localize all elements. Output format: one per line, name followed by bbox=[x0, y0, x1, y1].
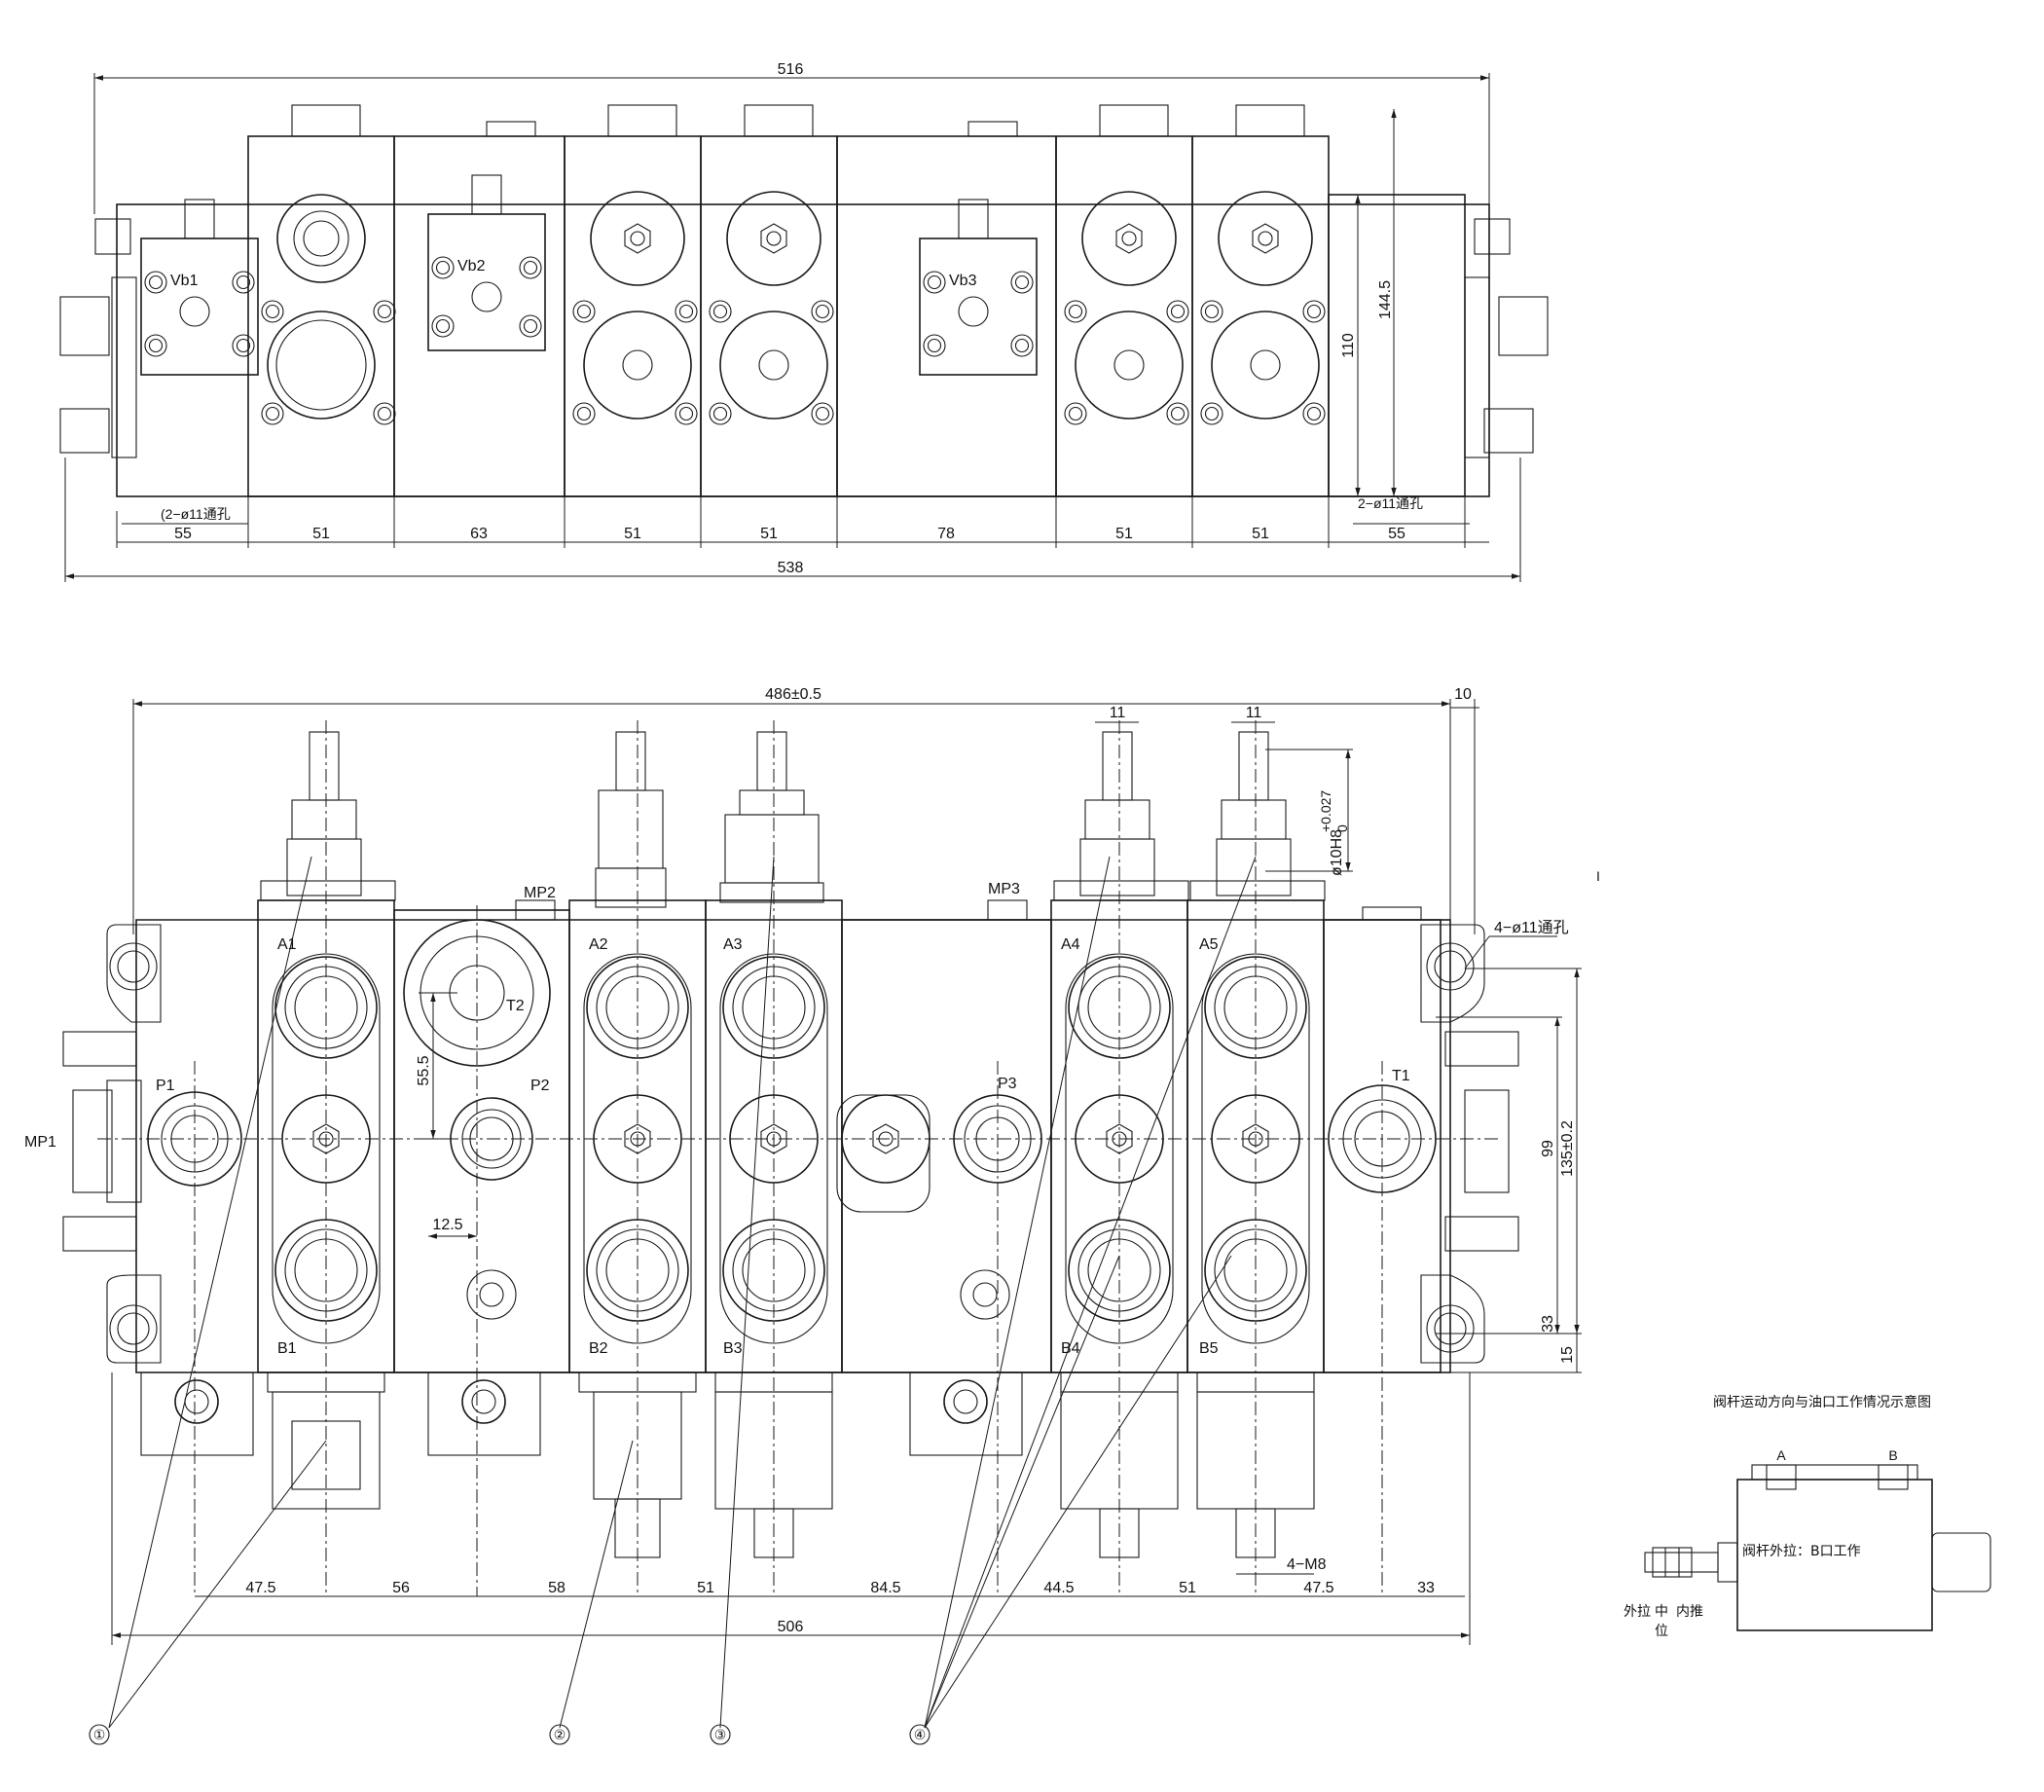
front-dim-offset: 10 bbox=[1454, 686, 1472, 703]
top-sec-8: 51 bbox=[1252, 526, 1269, 542]
label-vb1: Vb1 bbox=[170, 273, 199, 289]
callout-2: ② bbox=[554, 1728, 566, 1743]
front-dim-lever-dia: ø10H8 bbox=[1329, 829, 1345, 876]
port-labels: A1 A2 A3 A4 A5 B1 B2 B3 B4 B5 P1 P2 P3 T… bbox=[24, 881, 1410, 1357]
port-mp2: MP2 bbox=[524, 885, 556, 901]
top-sec-1: 55 bbox=[174, 526, 192, 542]
top-sec-7: 51 bbox=[1115, 526, 1133, 542]
port-t1: T1 bbox=[1392, 1068, 1410, 1084]
schematic-note: 阀杆外拉：B口工作 bbox=[1742, 1544, 1861, 1559]
front-dim-thread: 4−M8 bbox=[1287, 1556, 1327, 1573]
front-dim-lever-tol-lo: 0 bbox=[1334, 824, 1350, 832]
callout-1: ① bbox=[93, 1728, 106, 1743]
port-a4: A4 bbox=[1061, 936, 1080, 953]
port-a1: A1 bbox=[277, 936, 297, 953]
top-view: 516 538 144.5 110 (2−ø11通孔 2−ø11通孔 55 51… bbox=[59, 61, 1549, 582]
top-sec-6: 78 bbox=[937, 526, 955, 542]
front-dim-holes: 4−ø11通孔 bbox=[1494, 919, 1569, 936]
front-bot-2: 56 bbox=[392, 1580, 410, 1596]
front-dim-55-5: 55.5 bbox=[416, 1055, 432, 1085]
front-bot-6: 44.5 bbox=[1043, 1580, 1074, 1596]
top-side-nuts bbox=[59, 218, 1549, 454]
schematic-title: 阀杆运动方向与油口工作情况示意图 bbox=[1713, 1394, 1931, 1410]
front-dim-lever-tol-up: +0.027 bbox=[1318, 790, 1333, 832]
center-lines bbox=[97, 720, 1499, 1596]
front-dim-12-5: 12.5 bbox=[432, 1217, 462, 1233]
port-a5: A5 bbox=[1199, 936, 1219, 953]
top-dim-holes-right: 2−ø11通孔 bbox=[1358, 495, 1423, 511]
spool-ports bbox=[272, 953, 1310, 1344]
top-sec-4: 51 bbox=[624, 526, 641, 542]
port-a3: A3 bbox=[723, 936, 743, 953]
schematic-pos-mid2: 位 bbox=[1655, 1624, 1668, 1639]
corner-mark: I bbox=[1596, 868, 1600, 884]
front-bot-9: 33 bbox=[1417, 1580, 1435, 1596]
front-view: 486±0.5 10 11 11 ø10H8 +0.027 0 4−ø11通孔 … bbox=[24, 686, 1600, 1745]
front-dim-33-right: 33 bbox=[1540, 1315, 1556, 1333]
top-dim-overall: 516 bbox=[778, 61, 804, 78]
schematic-label-b: B bbox=[1888, 1447, 1897, 1463]
port-b2: B2 bbox=[589, 1340, 608, 1357]
top-dim-height-2: 110 bbox=[1340, 333, 1357, 358]
top-dim-holes-left: (2−ø11通孔 bbox=[161, 506, 231, 522]
front-bot-7: 51 bbox=[1179, 1580, 1196, 1596]
front-dim-overall: 486±0.5 bbox=[765, 686, 821, 703]
top-dim-height-1: 144.5 bbox=[1377, 280, 1394, 319]
port-p2: P2 bbox=[530, 1078, 550, 1094]
top-sec-9: 55 bbox=[1388, 526, 1405, 542]
front-bot-3: 58 bbox=[548, 1580, 566, 1596]
top-dim-total: 538 bbox=[778, 560, 804, 576]
label-vb3: Vb3 bbox=[949, 273, 977, 289]
label-vb2: Vb2 bbox=[457, 258, 486, 274]
callout-markers: ① ② ③ ④ bbox=[89, 1724, 931, 1745]
port-b4: B4 bbox=[1061, 1340, 1080, 1357]
front-dim-15: 15 bbox=[1559, 1346, 1576, 1364]
port-mp1: MP1 bbox=[24, 1134, 56, 1151]
top-sec-2: 51 bbox=[312, 526, 330, 542]
port-b1: B1 bbox=[277, 1340, 297, 1357]
front-bot-8: 47.5 bbox=[1303, 1580, 1333, 1596]
port-t2: T2 bbox=[506, 998, 525, 1014]
top-sections bbox=[111, 104, 1490, 497]
callout-4: ④ bbox=[914, 1728, 927, 1743]
callout-leaders bbox=[108, 856, 1257, 1729]
front-dim-lever-w1: 11 bbox=[1110, 705, 1126, 721]
schematic-label-a: A bbox=[1776, 1447, 1786, 1463]
schematic-pos-in: 内推 bbox=[1676, 1604, 1703, 1620]
top-sec-5: 51 bbox=[760, 526, 778, 542]
spool-caps-bottom bbox=[140, 1371, 1315, 1558]
front-bot-1: 47.5 bbox=[245, 1580, 275, 1596]
front-dim-99: 99 bbox=[1540, 1140, 1556, 1157]
port-p1: P1 bbox=[156, 1078, 175, 1094]
callout-3: ③ bbox=[714, 1728, 727, 1743]
port-b5: B5 bbox=[1199, 1340, 1219, 1357]
schematic-pos-mid: 中 bbox=[1655, 1604, 1668, 1620]
front-dim-506: 506 bbox=[778, 1619, 804, 1635]
left-fittings bbox=[62, 1031, 1519, 1252]
spool-rods-top bbox=[260, 731, 1422, 921]
front-bot-5: 84.5 bbox=[870, 1580, 900, 1596]
top-sec-3: 63 bbox=[470, 526, 488, 542]
top-ports bbox=[179, 191, 1320, 420]
front-dim-lever-w2: 11 bbox=[1246, 705, 1262, 721]
port-b3: B3 bbox=[723, 1340, 743, 1357]
port-mp3: MP3 bbox=[988, 881, 1020, 897]
front-bottom-dims: 47.5 56 58 51 84.5 44.5 51 47.5 33 bbox=[245, 1580, 1435, 1596]
top-section-dims: 55 51 63 51 51 78 51 51 55 bbox=[174, 526, 1405, 542]
port-p3: P3 bbox=[998, 1076, 1017, 1092]
schematic-pos-out: 外拉 bbox=[1624, 1604, 1651, 1620]
front-dim-135: 135±0.2 bbox=[1559, 1120, 1576, 1177]
spool-schematic: 阀杆运动方向与油口工作情况示意图 A B 阀杆外拉：B口工作 外拉 中 内推 位 bbox=[1624, 1394, 1991, 1639]
front-bot-4: 51 bbox=[697, 1580, 714, 1596]
port-a2: A2 bbox=[589, 936, 608, 953]
